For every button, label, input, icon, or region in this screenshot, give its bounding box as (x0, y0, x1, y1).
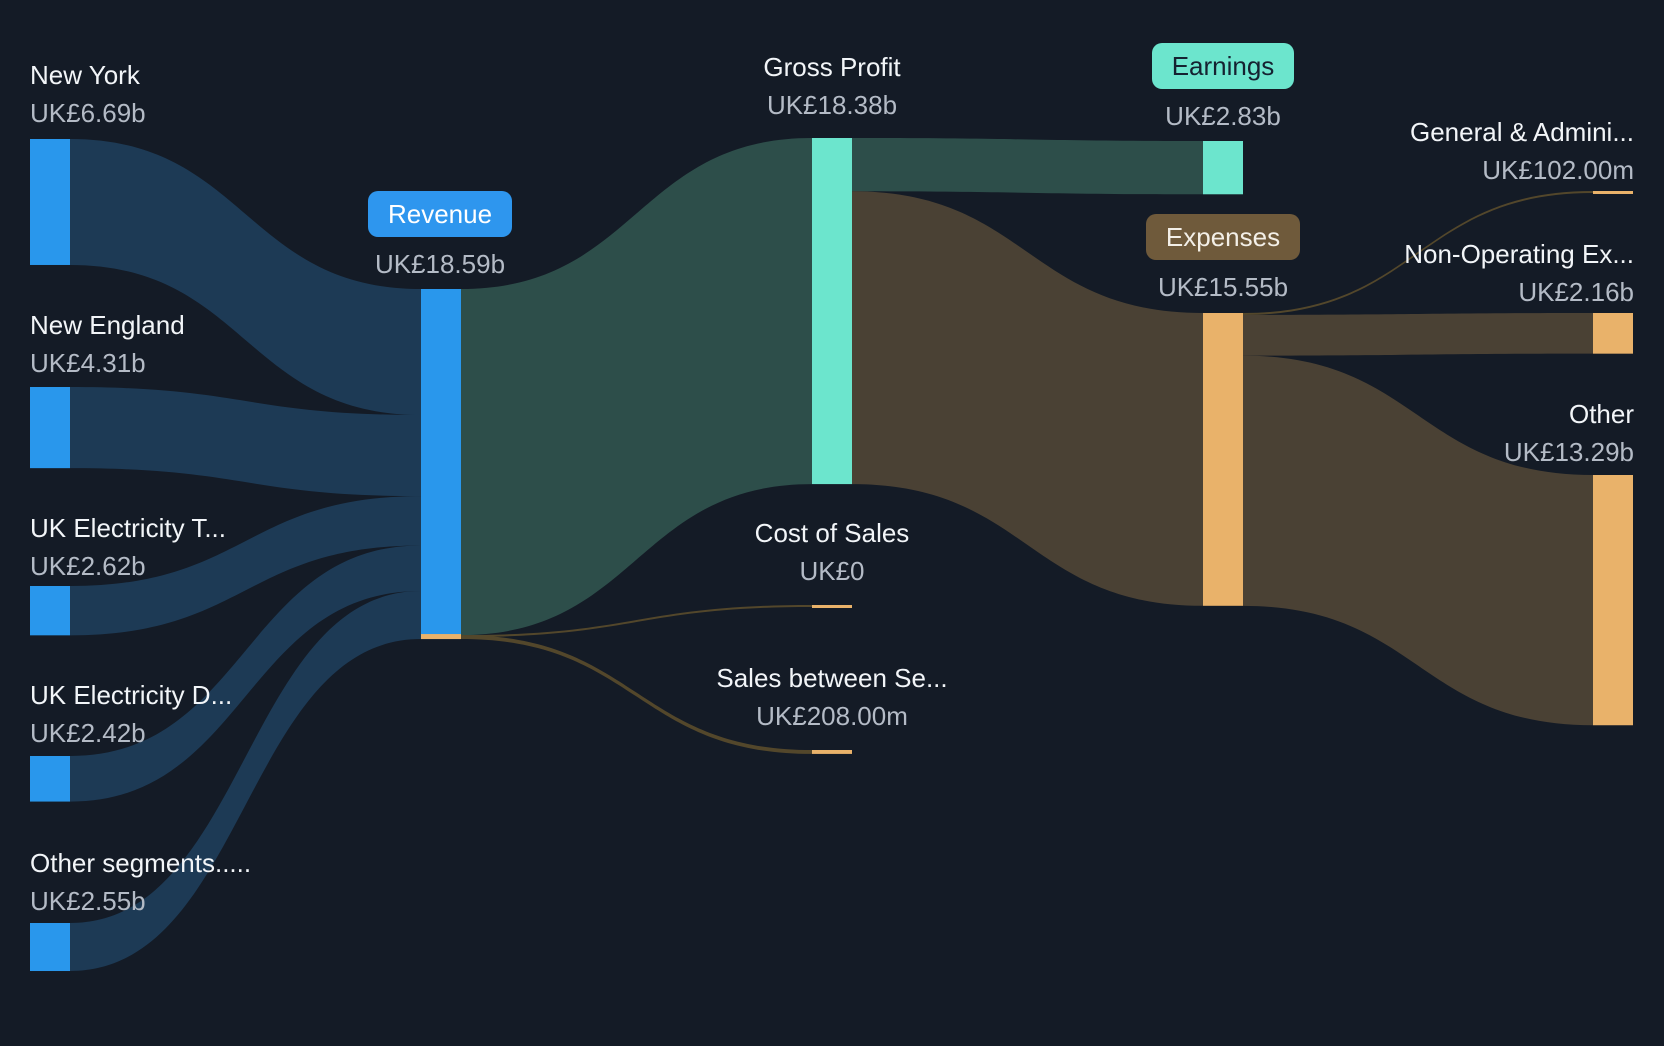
node-value: UK£15.55b (1157, 272, 1289, 302)
node-title: General & Admini... (1410, 117, 1634, 147)
node-label-other: Other UK£13.29b (1234, 399, 1634, 467)
node-title: Sales between Se... (716, 663, 948, 693)
node-value: UK£6.69b (30, 98, 146, 128)
node-value: UK£0 (799, 556, 865, 586)
sankey-node-expenses[interactable] (1203, 313, 1243, 606)
sankey-flow-gross-profit-to-expenses[interactable] (852, 191, 1203, 606)
node-title: Gross Profit (763, 52, 901, 82)
sankey-node-earnings[interactable] (1203, 141, 1243, 195)
sankey-flow-revenue-to-gross-profit[interactable] (461, 138, 812, 636)
sankey-node-gross-profit[interactable] (812, 138, 852, 485)
sankey-node-sales-between-segments[interactable] (812, 750, 852, 754)
node-label-new-england: New England UK£4.31b (30, 310, 185, 378)
sankey-flow-new-york-to-revenue[interactable] (70, 139, 421, 415)
node-label-cost-of-sales: Cost of Sales UK£0 (632, 518, 1032, 586)
sankey-node-new-england[interactable] (30, 387, 70, 469)
node-label-general-admin: General & Admini... UK£102.00m (1234, 117, 1634, 185)
node-label-non-operating-expenses: Non-Operating Ex... UK£2.16b (1234, 239, 1634, 307)
node-title: New York (30, 60, 140, 90)
sankey-node-uk-electricity-d[interactable] (30, 756, 70, 802)
node-label-revenue: Revenue UK£18.59b (240, 191, 640, 279)
sankey-flow-uk-electricity-t-to-revenue[interactable] (70, 496, 421, 636)
earnings-badge: Earnings (1151, 43, 1295, 89)
node-label-new-york: New York UK£6.69b (30, 60, 146, 128)
node-title: Other (1568, 399, 1634, 429)
node-label-expenses: Expenses UK£15.55b (1023, 214, 1423, 302)
node-label-uk-electricity-t: UK Electricity T... UK£2.62b (30, 513, 226, 581)
node-label-sales-between-segments: Sales between Se... UK£208.00m (632, 663, 1032, 731)
node-value: UK£102.00m (1482, 155, 1634, 185)
sankey-flow-revenue-to-cost-of-sales[interactable] (461, 605, 812, 638)
node-title: New England (30, 310, 185, 340)
sankey-flow-gross-profit-to-earnings[interactable] (852, 138, 1203, 195)
sankey-node-revenue-outflow-sliver (421, 634, 461, 640)
node-value: UK£18.38b (766, 90, 898, 120)
sankey-flow-expenses-to-other[interactable] (1243, 355, 1593, 726)
node-value: UK£4.31b (30, 348, 146, 378)
sankey-node-other-segments[interactable] (30, 923, 70, 972)
node-value: UK£208.00m (756, 701, 908, 731)
sankey-node-new-york[interactable] (30, 139, 70, 265)
node-label-uk-electricity-d: UK Electricity D... UK£2.42b (30, 680, 232, 748)
node-value: UK£2.83b (1165, 101, 1281, 131)
node-value: UK£2.55b (30, 886, 146, 916)
sankey-flow-new-england-to-revenue[interactable] (70, 387, 421, 497)
sankey-node-non-operating-expenses[interactable] (1593, 313, 1633, 354)
node-title: Other segments..... (30, 848, 252, 878)
node-value: UK£18.59b (374, 249, 506, 279)
sankey-node-other[interactable] (1593, 475, 1633, 726)
node-value: UK£13.29b (1503, 437, 1634, 467)
node-title: Non-Operating Ex... (1404, 239, 1634, 269)
node-title: Cost of Sales (754, 518, 910, 548)
sankey-node-general-admin[interactable] (1593, 191, 1633, 194)
node-value: UK£2.16b (1518, 277, 1634, 307)
sankey-flow-expenses-to-general-admin[interactable] (1243, 191, 1593, 315)
sankey-node-revenue[interactable] (421, 289, 461, 640)
node-label-gross-profit: Gross Profit UK£18.38b (632, 52, 1032, 120)
node-title: UK Electricity T... (30, 513, 227, 543)
sankey-node-cost-of-sales[interactable] (812, 605, 852, 608)
sankey-flow-expenses-to-non-operating-expenses[interactable] (1243, 313, 1593, 356)
sankey-flow-uk-electricity-d-to-revenue[interactable] (70, 545, 421, 802)
expenses-badge: Expenses (1145, 214, 1301, 260)
node-value: UK£2.42b (30, 718, 146, 748)
node-value: UK£2.62b (30, 551, 146, 581)
sankey-flow-other-segments-to-revenue[interactable] (70, 591, 421, 972)
node-label-earnings: Earnings UK£2.83b (1023, 43, 1423, 131)
revenue-badge: Revenue (367, 191, 513, 237)
node-label-other-segments: Other segments..... UK£2.55b (30, 848, 251, 916)
node-title: UK Electricity D... (30, 680, 233, 710)
sankey-flow-revenue-to-sales-between-segments[interactable] (461, 635, 812, 754)
sankey-node-uk-electricity-t[interactable] (30, 586, 70, 636)
